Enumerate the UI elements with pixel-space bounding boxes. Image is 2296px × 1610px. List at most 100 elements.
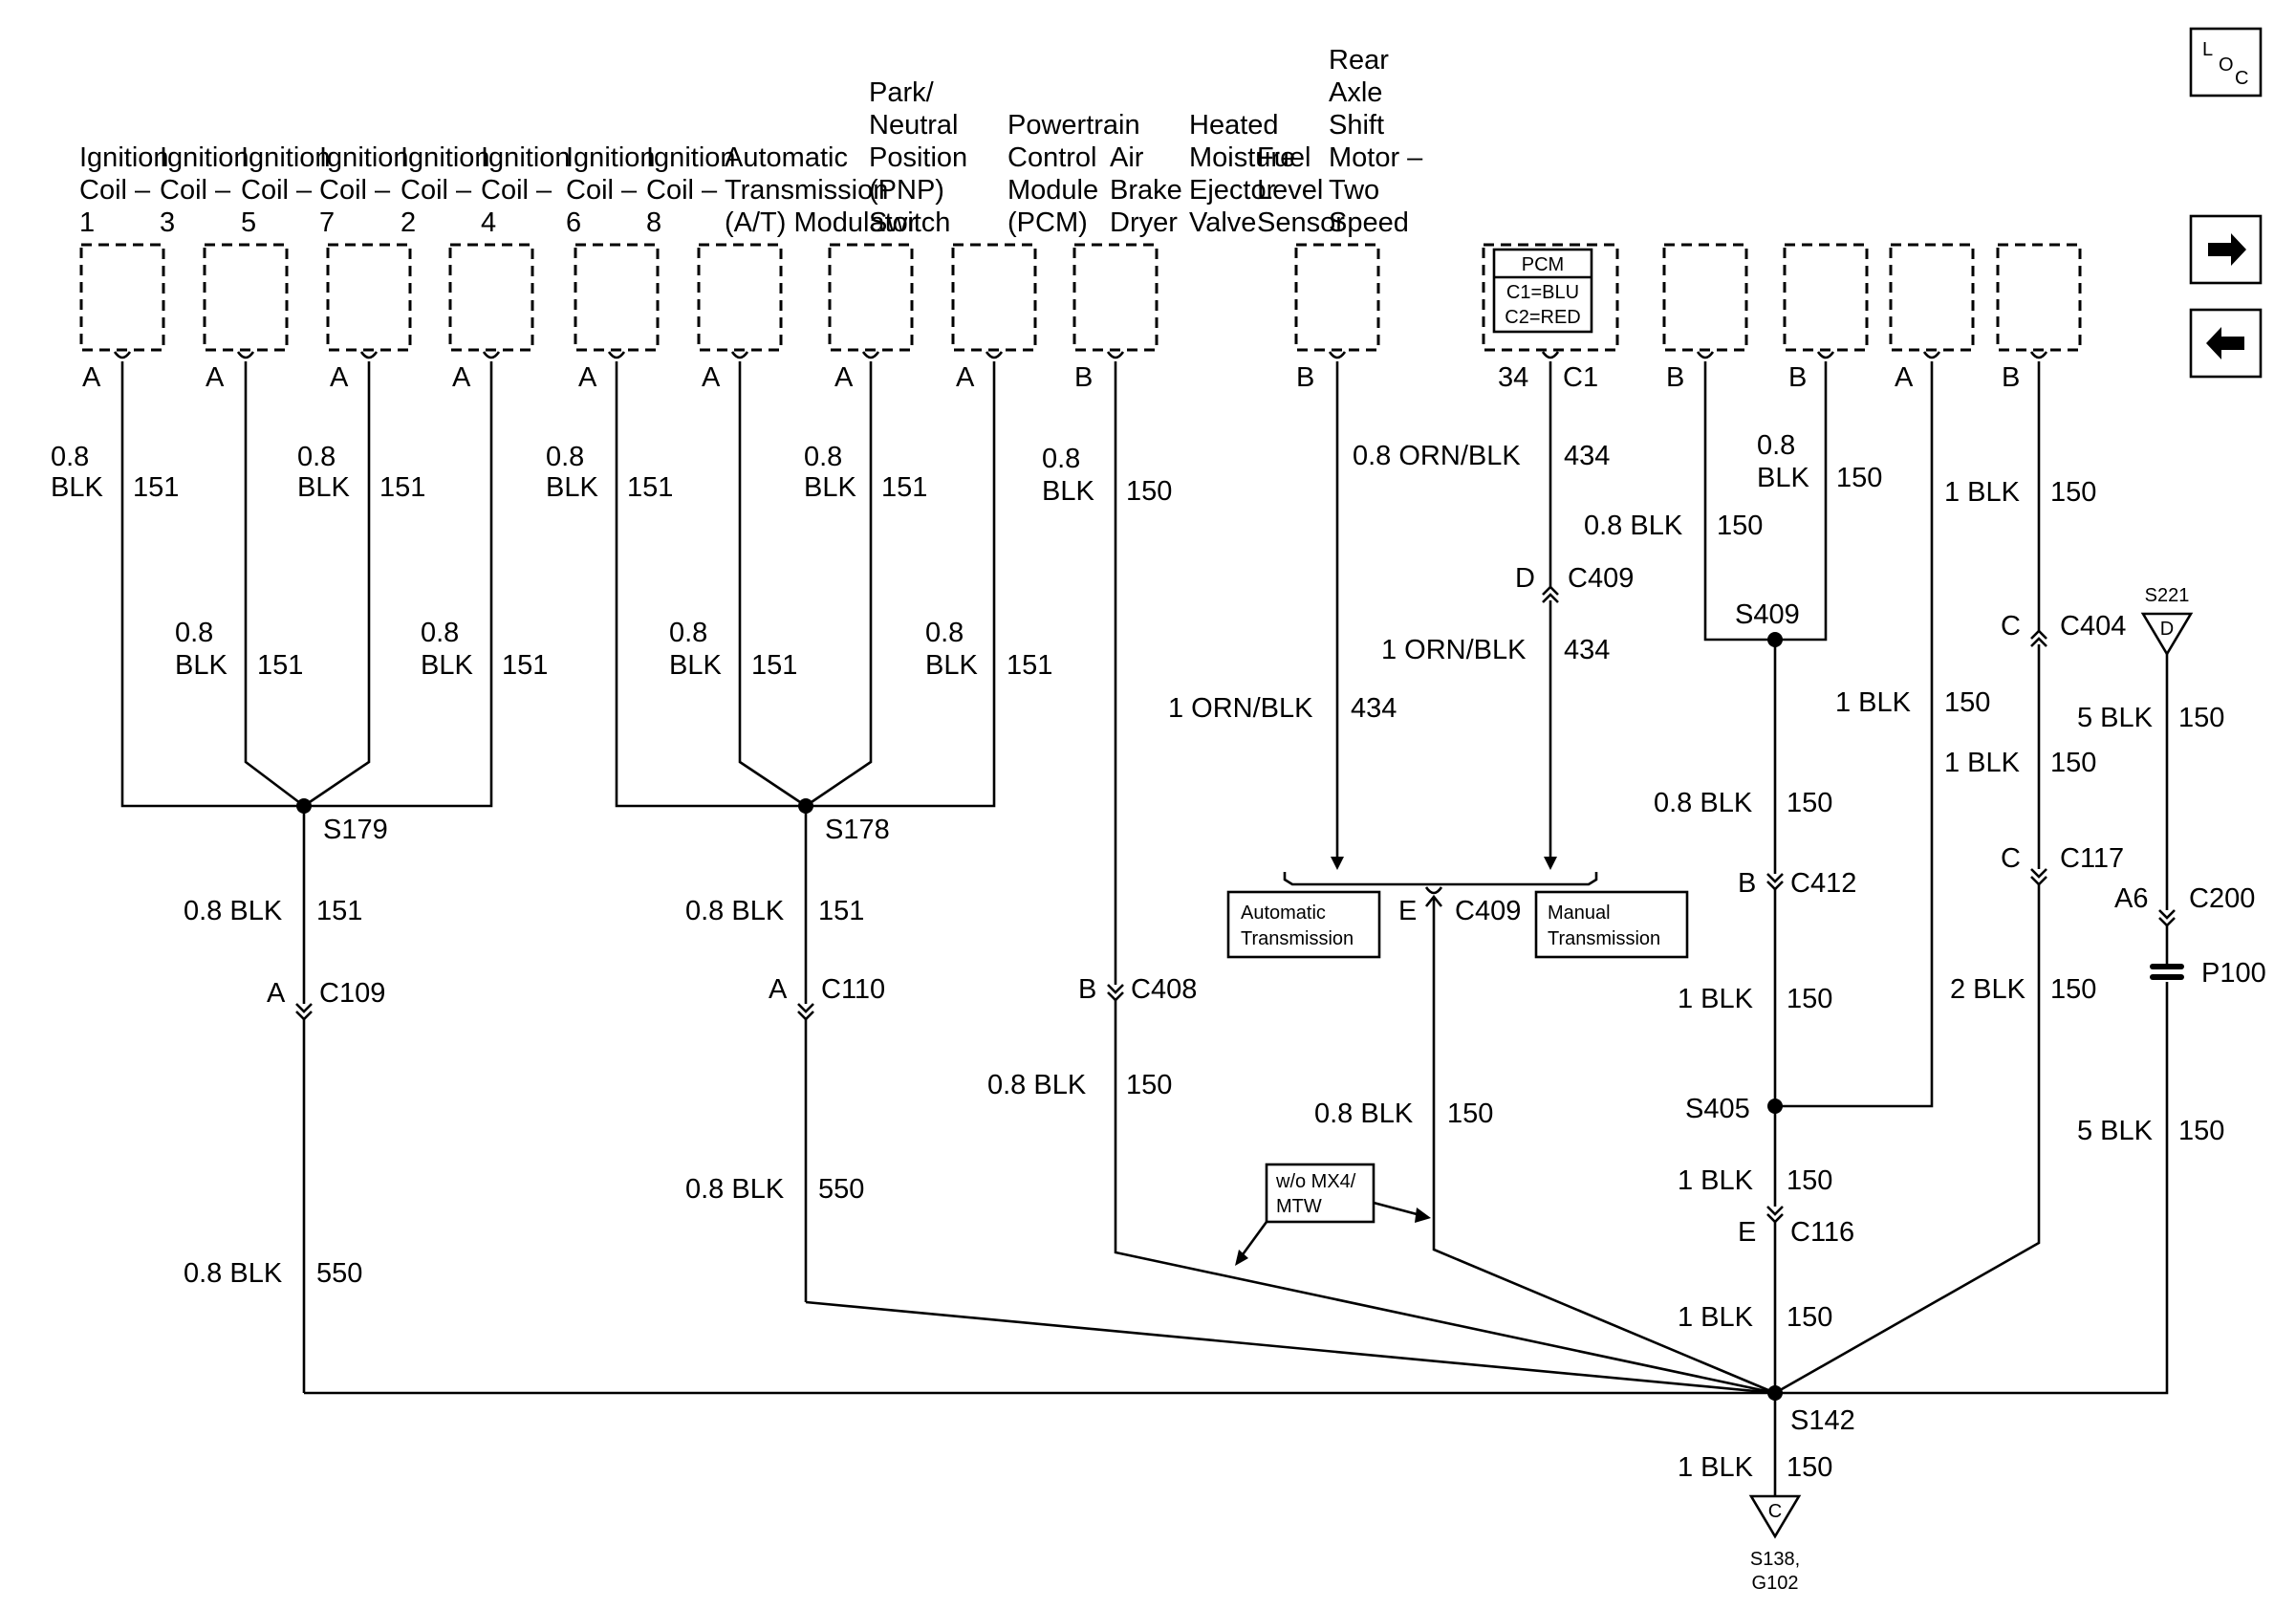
wl-coil1-circuit: 151 — [133, 472, 179, 503]
component-fuel-label-0: Fuel — [1257, 142, 1310, 173]
component-coil4-terminal — [730, 351, 749, 359]
wire-labels: 0.8 BLK 151 0.8 BLK 151 0.8 BLK 151 0.8 … — [51, 430, 2266, 1483]
arrow-left-icon — [2206, 327, 2244, 359]
wl-coil4-size: 0.8 — [669, 618, 707, 648]
wl-coil2-circuit: 151 — [627, 472, 673, 503]
wl-p100-circuit: 150 — [2178, 1116, 2224, 1146]
previous-page-button[interactable] — [2189, 308, 2263, 379]
auto-trans-line2: Transmission — [1241, 928, 1354, 949]
pcm-connector-box: PCM C1=BLU C2=RED — [1492, 248, 1593, 334]
component-coil7-terminal — [482, 351, 501, 359]
label-c409-bottom: C409 — [1455, 896, 1521, 926]
pin-coil8: A — [956, 362, 975, 393]
component-rearaxle-label-5: Speed — [1329, 207, 1409, 238]
pin-c408: B — [1078, 974, 1096, 1005]
wl-fuel-circuit: 150 — [1944, 687, 1990, 718]
component-pcm-label-0: Powertrain — [1007, 110, 1140, 141]
component-coil8-box — [951, 243, 1037, 352]
component-coil6-label-0: Ignition — [566, 142, 656, 173]
loc-button[interactable]: L O C — [2189, 27, 2263, 98]
wl-c110-circuit: 550 — [818, 1174, 864, 1205]
component-heated-box — [1783, 243, 1869, 352]
pin-atmod: B — [1074, 362, 1093, 393]
arrow-right-icon — [2208, 233, 2246, 266]
component-fuel-label-2: Sensor — [1257, 207, 1345, 238]
wl-coil8-circuit: 151 — [1007, 650, 1052, 681]
wl-s142-circuit: 150 — [1787, 1452, 1832, 1483]
label-c200: C200 — [2189, 883, 2255, 914]
manual-trans-line2: Transmission — [1548, 928, 1660, 949]
component-coil2-terminal — [607, 351, 626, 359]
wl-coil2-color: BLK — [546, 472, 598, 503]
wl-coil1-size: 0.8 — [51, 442, 89, 472]
auto-trans-line1: Automatic — [1241, 903, 1326, 924]
component-coil2-label-0: Ignition — [401, 142, 490, 173]
next-page-button[interactable] — [2189, 214, 2263, 285]
component-heated-label-2: Ejector — [1189, 175, 1276, 206]
pin-coil5: A — [330, 362, 349, 393]
splice-s405-dot — [1767, 1099, 1783, 1114]
ground-s138-label-2: G102 — [1752, 1573, 1799, 1594]
component-coil1-terminal — [113, 351, 132, 359]
component-coil3-label-2: 3 — [160, 207, 175, 238]
component-coil4-label-2: 4 — [481, 207, 496, 238]
wl-airbrake-wire: 0.8 BLK — [1584, 511, 1683, 541]
ground-s138-letter: C — [1768, 1501, 1782, 1522]
wl-coil8-size: 0.8 — [925, 618, 964, 648]
wl-pcm-wire-2: 1 ORN/BLK — [1381, 635, 1527, 665]
label-c109: C109 — [319, 978, 385, 1009]
wl-c412-wire: 1 BLK — [1678, 984, 1754, 1014]
component-coil5-label-1: Coil – — [241, 175, 313, 206]
label-s409: S409 — [1735, 599, 1800, 630]
component-coil2-label-2: 2 — [401, 207, 416, 238]
component-airbrake-terminal — [1696, 351, 1715, 359]
label-c409-top: C409 — [1568, 563, 1634, 594]
pcm-box-title: PCM — [1522, 254, 1564, 275]
wl-c412-circuit: 150 — [1787, 984, 1832, 1014]
component-coil5-terminal — [359, 351, 379, 359]
wl-pcm-circuit-2: 434 — [1564, 635, 1610, 665]
component-coil5-label-2: 5 — [241, 207, 256, 238]
inline-connectors — [295, 585, 2184, 1224]
wl-airbrake-circuit: 150 — [1717, 511, 1763, 541]
wl-coil7-color: BLK — [421, 650, 473, 681]
component-rearaxle-label-4: Two — [1329, 175, 1379, 206]
wl-rearaxle-circuit: 150 — [2050, 477, 2096, 508]
wo-mx4-box: w/o MX4/ MTW — [1235, 1163, 1431, 1266]
loc-c: C — [2235, 68, 2248, 89]
component-coil6-label-1: Coil – — [566, 175, 638, 206]
pin-c409-e: E — [1398, 896, 1417, 926]
wl-s409-wire: 0.8 BLK — [1654, 788, 1753, 818]
ground-s221-label: S221 — [2145, 585, 2190, 606]
component-coil7-box — [448, 243, 534, 352]
pin-pnp: B — [1296, 362, 1314, 393]
wl-c404-circuit: 150 — [2050, 748, 2096, 778]
component-pnp-box — [1294, 243, 1380, 352]
component-coil2-label-1: Coil – — [401, 175, 472, 206]
component-coil1-box — [79, 243, 165, 352]
wl-coil7-circuit: 151 — [502, 650, 548, 681]
c409-terminal — [1424, 886, 1443, 895]
component-airbrake-label-2: Dryer — [1110, 207, 1178, 238]
wl-c116-wire: 1 BLK — [1678, 1302, 1754, 1333]
component-coil7-label-0: Ignition — [319, 142, 409, 173]
component-pnp-label-4: Switch — [869, 207, 950, 238]
ground-s221: S221 D — [2140, 585, 2194, 657]
component-atmod-label-1: Transmission — [725, 175, 888, 206]
label-c412: C412 — [1790, 868, 1856, 899]
pin-c412: B — [1738, 868, 1756, 899]
wl-coil2-size: 0.8 — [546, 442, 584, 472]
label-c404: C404 — [2060, 611, 2126, 642]
label-c117: C117 — [2060, 843, 2124, 874]
pin-c409-d: D — [1515, 563, 1535, 594]
pin-c200: A6 — [2114, 883, 2148, 914]
component-coil8-terminal — [985, 351, 1004, 359]
wl-coil5-size: 0.8 — [297, 442, 336, 472]
component-pcm-label-3: (PCM) — [1007, 207, 1088, 238]
